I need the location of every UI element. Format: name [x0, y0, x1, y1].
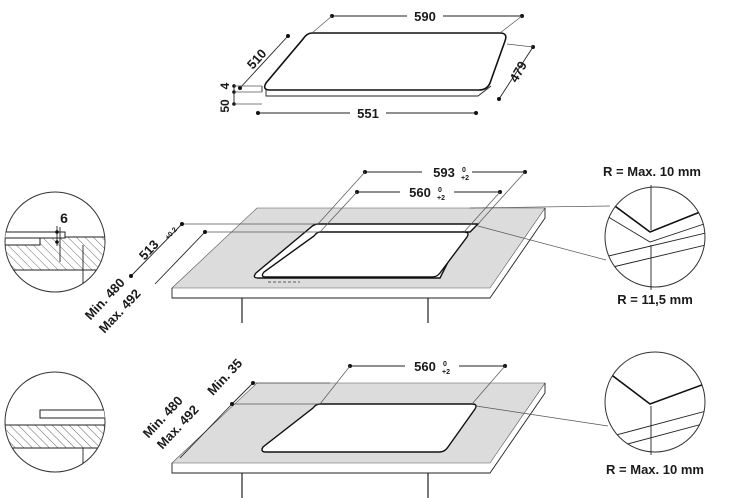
label-hob-thickness-total: 50: [218, 99, 232, 113]
detail-standard-corner: R = Max. 10 mm: [604, 351, 706, 477]
detail-standard-section: [4, 371, 106, 473]
detail-recess-section: 6: [4, 191, 106, 293]
dim-hob-width: 590: [311, 7, 524, 34]
label-recess-depth: 6: [60, 210, 68, 226]
standard-cutout-drawing: 560 0 +2 Min. 35 Min. 480 Max. 492: [140, 356, 609, 498]
dim-hob-depth: 510: [238, 34, 290, 90]
dim-hob-thickness: 4 50: [218, 82, 262, 113]
svg-text:0: 0: [438, 187, 442, 194]
detail-flush-corner: R = Max. 10 mm R = 11,5 mm: [603, 164, 706, 307]
hob-body-outline: [265, 85, 492, 97]
dim-hob-bottom-width: 551: [256, 104, 478, 121]
label-standard-width: 560: [414, 359, 436, 374]
dim-standard-width: 560 0 +2: [319, 356, 507, 405]
svg-text:+2: +2: [442, 369, 450, 376]
hob-drawing: 590 510 4 50 551: [218, 7, 535, 121]
label-hob-width: 590: [414, 9, 436, 24]
label-hob-depth: 510: [244, 46, 270, 72]
svg-text:+2: +2: [461, 175, 469, 182]
label-flush-inner-width: 560: [409, 185, 431, 200]
label-flush-corner-outer: R = Max. 10 mm: [603, 164, 701, 179]
svg-text:0: 0: [462, 167, 466, 174]
svg-text:+0 2: +0 2: [164, 226, 179, 241]
svg-text:0: 0: [443, 361, 447, 368]
label-flush-corner-inner: R = 11,5 mm: [617, 292, 693, 307]
hob-top-outline: [263, 32, 507, 91]
svg-text:+2: +2: [437, 195, 445, 202]
label-flush-depth: 513: [136, 237, 162, 263]
label-flush-outer-width: 593: [433, 165, 455, 180]
dim-hob-bottom-depth: 479: [497, 43, 535, 101]
dim-flush-inner-width: 560 0 +2: [319, 182, 502, 233]
dim-flush-outer-width: 593 0 +2: [317, 162, 527, 225]
label-hob-thickness-top: 4: [218, 82, 232, 89]
dim-flush-depth: 513 +0 2: [129, 222, 184, 278]
label-standard-corner: R = Max. 10 mm: [606, 462, 704, 477]
flush-cutout-drawing: 593 0 +2 560 0 +2 513 +0 2: [82, 162, 611, 336]
label-hob-bottom-depth: 479: [506, 59, 530, 85]
flush-recess-inner: [261, 231, 469, 278]
label-hob-bottom-width: 551: [357, 106, 379, 121]
label-standard-min-edge: Min. 35: [204, 356, 245, 398]
